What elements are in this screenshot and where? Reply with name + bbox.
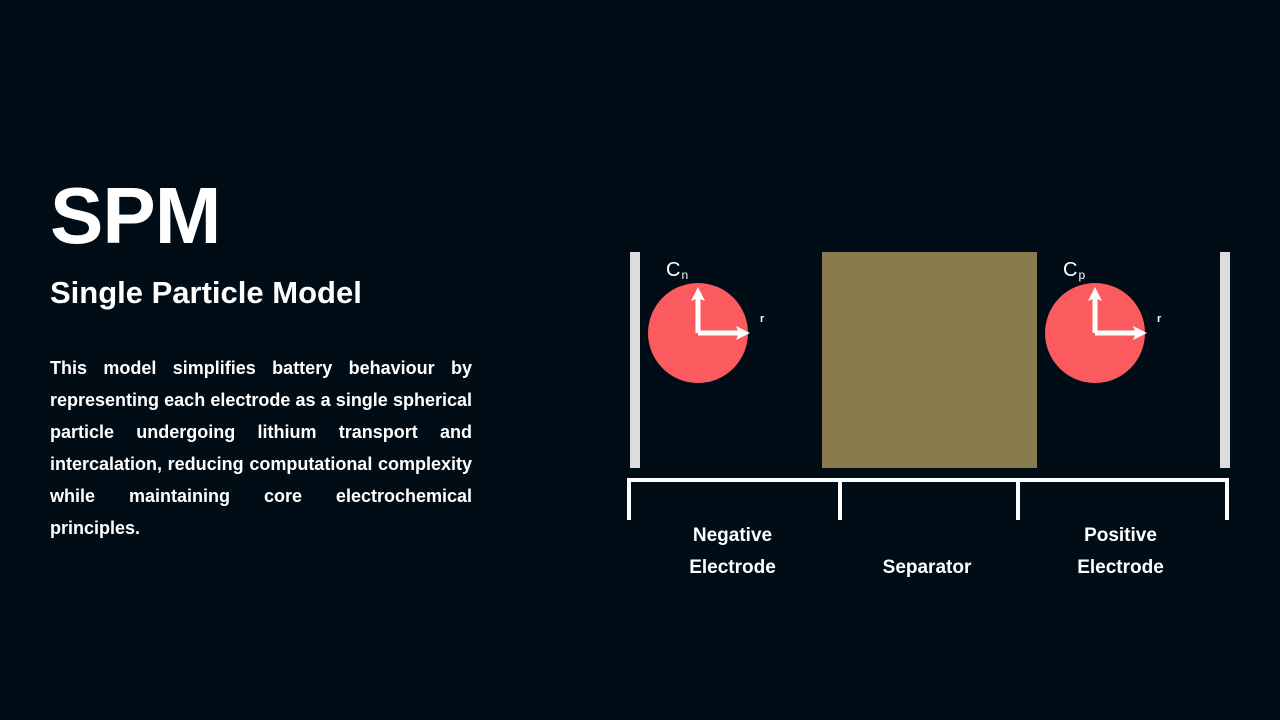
positive-concentration-label: Cp [1063,260,1085,281]
region-label-positive-line-1: Positive [1084,525,1157,546]
negative-particle-group: Cn r [648,252,808,468]
battery-cell-diagram: Cn r Cp r Negative Electrode S [600,230,1260,580]
negative-radius-label: r [760,313,765,325]
separator-block [822,252,1037,468]
negative-current-collector [630,252,640,468]
bracket-tick-negative-separator [838,478,842,520]
region-bracket [627,478,1229,520]
positive-concentration-symbol: C [1063,259,1078,281]
text-column: SPM Single Particle Model This model sim… [50,171,472,544]
bracket-rail [627,478,1229,482]
negative-concentration-symbol: C [666,259,681,281]
bracket-tick-start [627,478,631,520]
negative-concentration-label: Cn [666,260,688,281]
body-paragraph: This model simplifies battery behaviour … [50,358,472,539]
region-label-negative-line-2: Electrode [689,557,776,578]
positive-particle-group: Cp r [1045,252,1205,468]
region-label-row: Negative Electrode Separator Positive El… [627,520,1229,584]
region-label-negative-electrode: Negative Electrode [627,520,838,584]
region-label-separator: Separator [882,557,972,578]
page-subtitle: Single Particle Model [50,275,362,310]
region-label-positive-electrode: Positive Electrode [1016,520,1225,584]
negative-radius-axes-icon [691,287,750,340]
negative-concentration-subscript: n [681,268,689,283]
positive-radius-axes-icon [1088,287,1147,340]
positive-concentration-subscript: p [1078,268,1086,283]
positive-radius-label: r [1157,313,1162,325]
bracket-tick-separator-positive [1016,478,1020,520]
region-label-positive-line-2: Electrode [1077,557,1164,578]
region-label-negative-line-1: Negative [692,525,773,546]
page-title: SPM [50,171,221,260]
bracket-tick-end [1225,478,1229,520]
positive-current-collector [1220,252,1230,468]
